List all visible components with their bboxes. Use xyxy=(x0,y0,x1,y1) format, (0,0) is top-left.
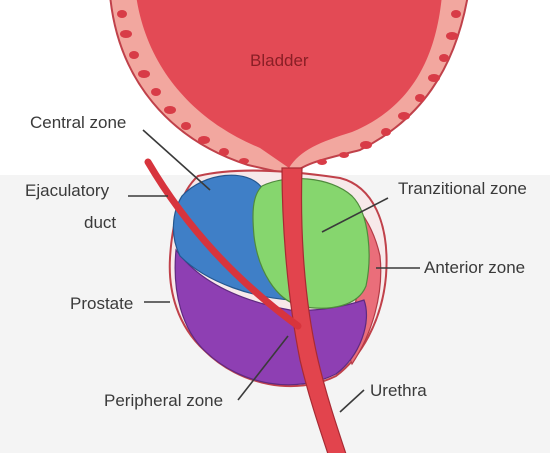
label-anterior-zone: Anterior zone xyxy=(424,258,525,277)
label-duct: duct xyxy=(84,213,116,232)
label-ejaculatory: Ejaculatory xyxy=(25,181,110,200)
label-peripheral-zone: Peripheral zone xyxy=(104,391,223,410)
label-bladder: Bladder xyxy=(250,51,309,70)
label-prostate: Prostate xyxy=(70,294,133,313)
bladder-lumen xyxy=(136,0,442,168)
label-tranzitional-zone: Tranzitional zone xyxy=(398,179,527,198)
label-central-zone: Central zone xyxy=(30,113,126,132)
label-urethra: Urethra xyxy=(370,381,427,400)
